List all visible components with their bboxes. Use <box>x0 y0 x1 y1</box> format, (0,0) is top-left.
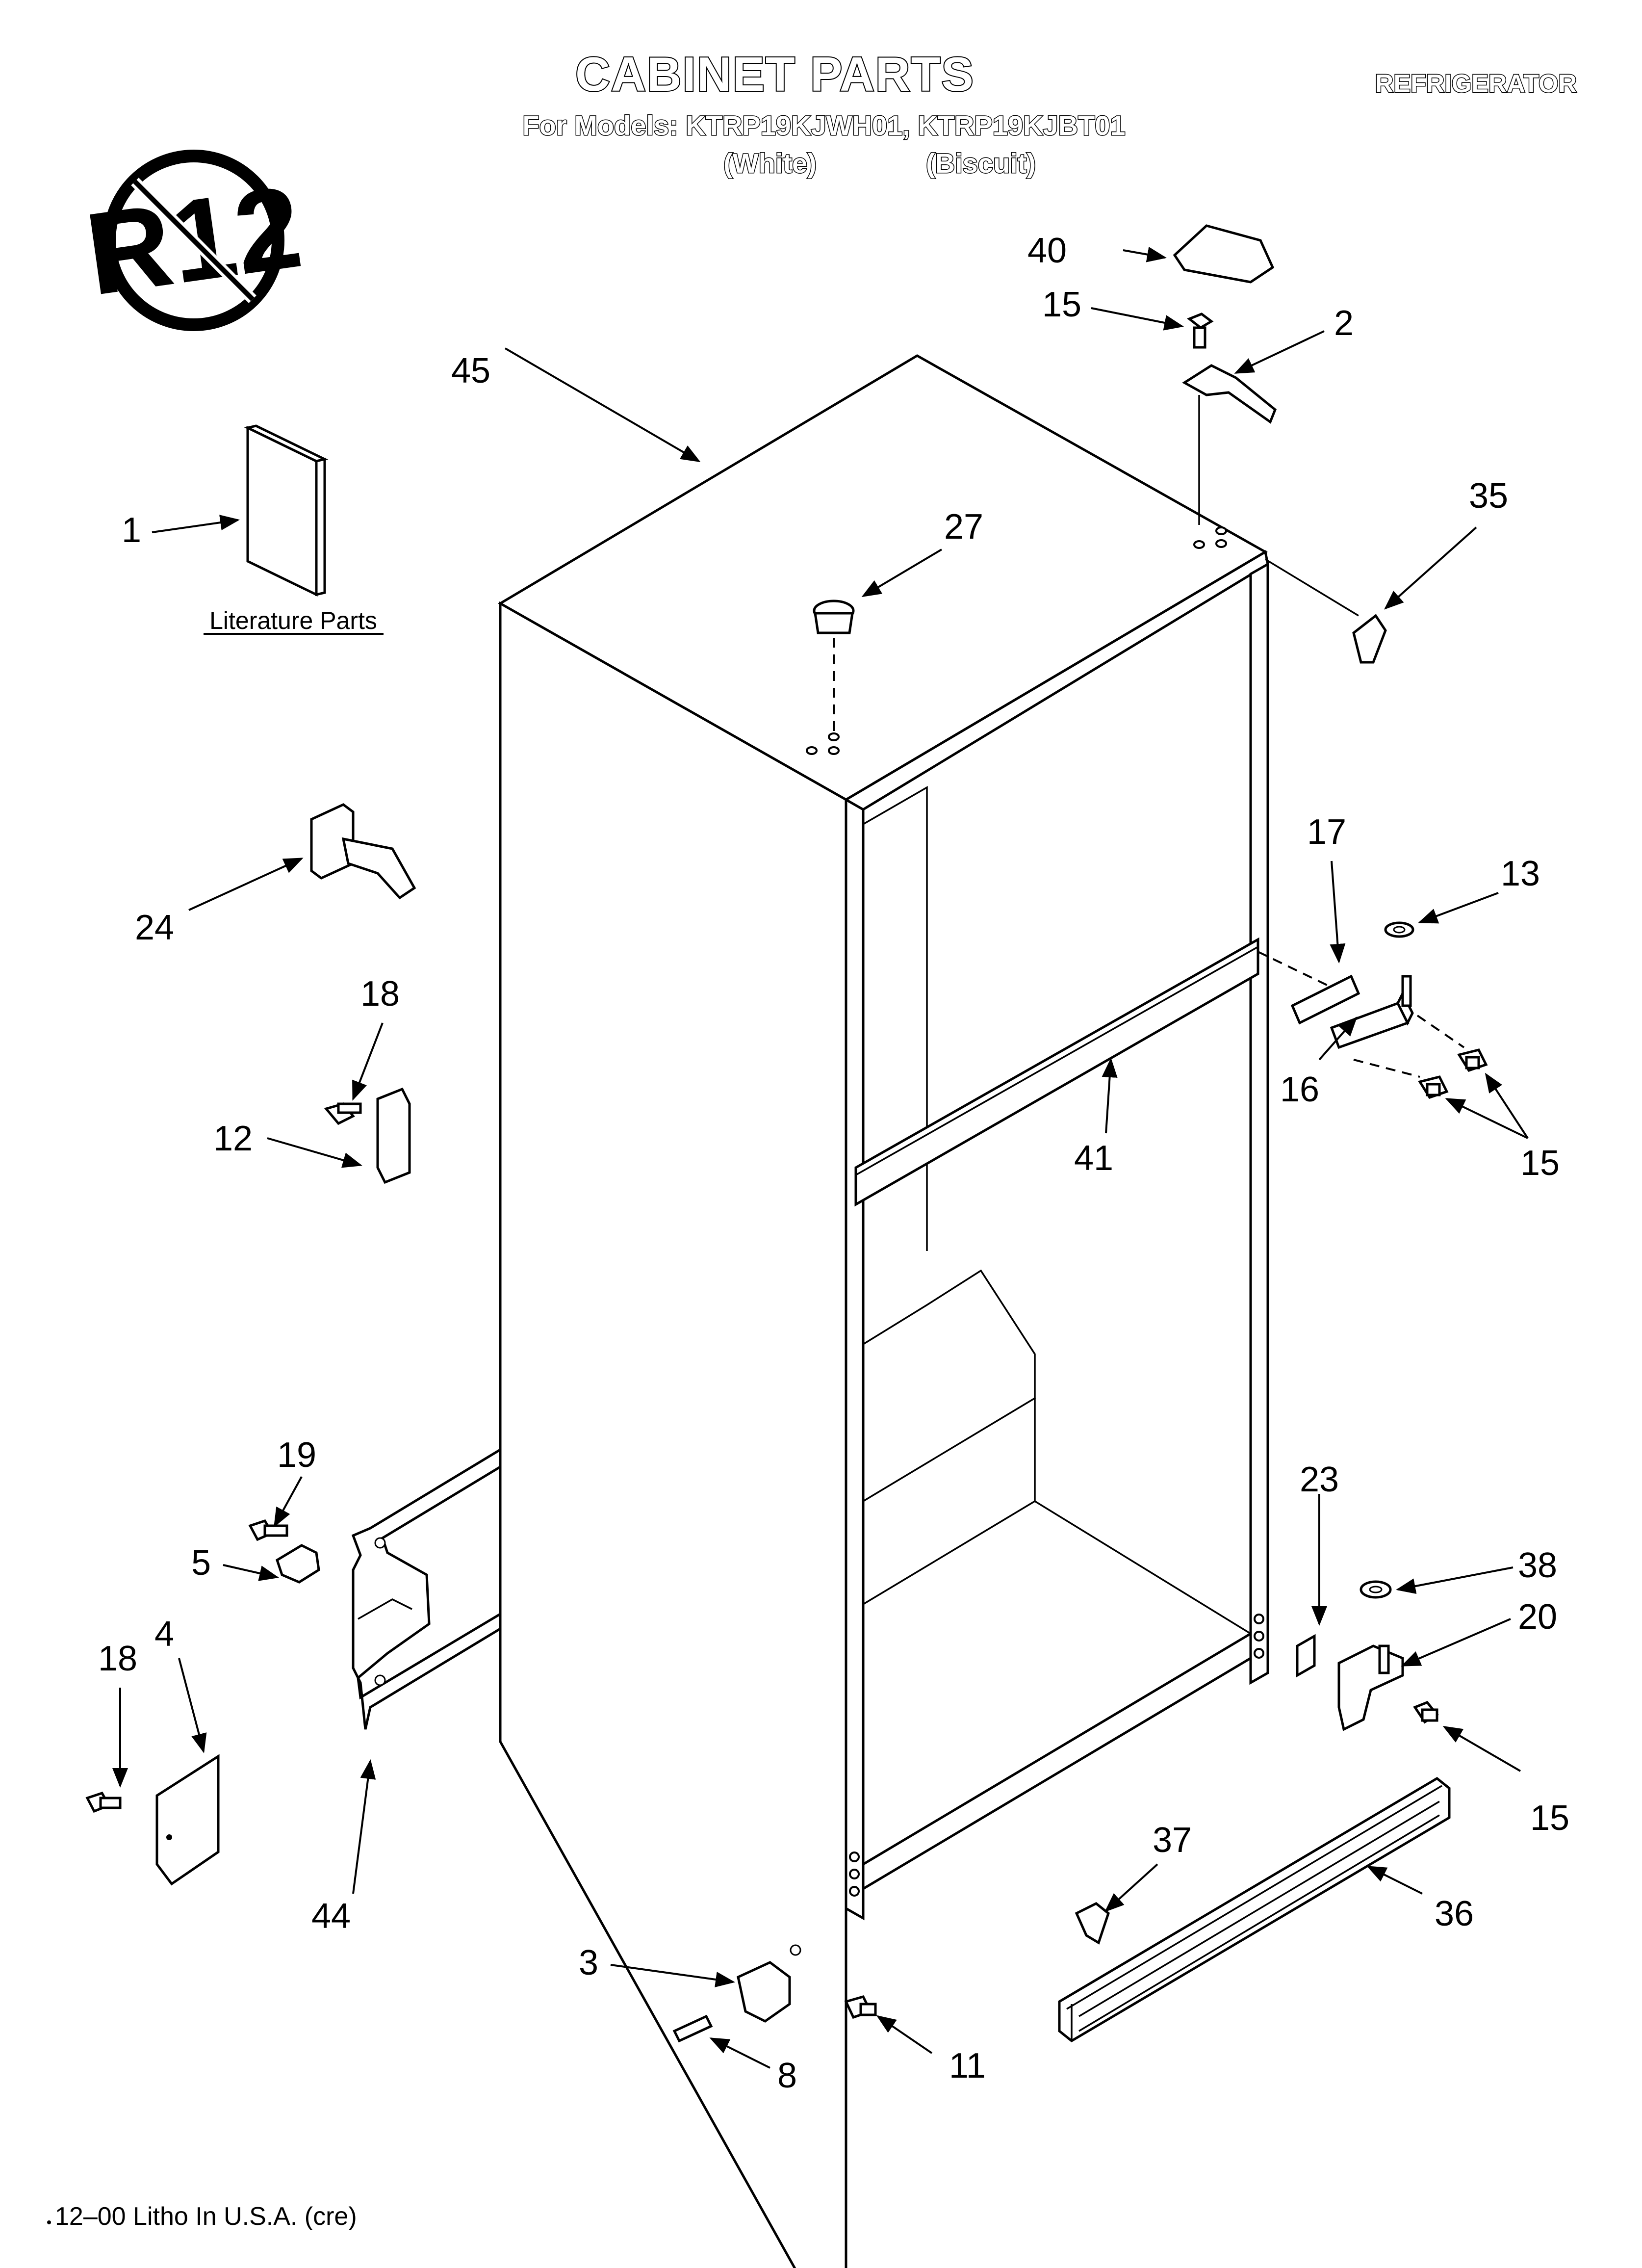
leader-4 <box>178 1658 207 1753</box>
callout-8: 8 <box>777 2056 797 2095</box>
callout-20: 20 <box>1518 1597 1557 1637</box>
shim-23 <box>1296 1634 1316 1678</box>
callout-15-top: 15 <box>1042 285 1081 324</box>
category-label: REFRIGERATOR <box>1375 70 1577 98</box>
leader-44 <box>352 1759 376 1894</box>
callout-19: 19 <box>277 1435 316 1475</box>
leader-40 <box>1123 246 1167 262</box>
screw-18-lower <box>85 1791 122 1813</box>
side-cover <box>155 1754 220 1886</box>
callout-24: 24 <box>135 908 174 947</box>
leader-45 <box>504 347 701 463</box>
top-hinge <box>1182 364 1277 525</box>
leader-27 <box>861 548 943 598</box>
callout-18-lower: 18 <box>98 1639 137 1678</box>
leader-2 <box>1234 330 1325 374</box>
screw-15-lower <box>1413 1700 1439 1724</box>
leader-24 <box>188 858 304 911</box>
leveling-bracket <box>737 1944 801 2023</box>
center-hinge-screw-2 <box>1418 1075 1449 1099</box>
callout-44: 44 <box>311 1897 351 1936</box>
models-line: For Models: KTRP19KJWH01, KTRP19KJBT01 <box>522 110 1125 141</box>
leader-8 <box>709 2037 770 2069</box>
leader-11 <box>876 2015 933 2054</box>
callout-37: 37 <box>1153 1821 1192 1860</box>
leader-35 <box>1384 526 1477 610</box>
literature-parts-label: Literature Parts <box>209 607 377 634</box>
callout-27: 27 <box>944 507 983 547</box>
literature-book <box>244 424 329 597</box>
footer-litho: 12–00 Litho In U.S.A. (cre) <box>55 2202 357 2231</box>
leader-1 <box>152 515 240 533</box>
hole-plug <box>813 600 855 736</box>
leader-15-center-b <box>1445 1098 1528 1139</box>
callout-45: 45 <box>451 351 490 391</box>
toe-grille <box>1058 1776 1451 2043</box>
screw-11 <box>844 1995 877 2019</box>
callout-36: 36 <box>1435 1894 1474 1933</box>
bottom-left-hinge-plate <box>351 1447 502 1730</box>
callout-13: 13 <box>1501 854 1540 893</box>
hinge-clip-5 <box>275 1544 320 1584</box>
no-r12-icon: R12 <box>78 150 309 331</box>
callout-15-lower: 15 <box>1530 1799 1569 1838</box>
leader-18-upper <box>352 1022 384 1101</box>
leader-16 <box>1318 1017 1358 1061</box>
top-screw <box>1187 313 1214 349</box>
leader-15-lower <box>1442 1725 1521 1772</box>
callout-17: 17 <box>1307 812 1346 852</box>
cabinet-shell <box>498 354 1269 2268</box>
leader-5 <box>223 1564 279 1581</box>
callout-5: 5 <box>191 1543 211 1583</box>
callout-35: 35 <box>1469 476 1508 516</box>
center-hinge <box>1290 921 1465 1078</box>
grille-clip <box>1075 1902 1110 1945</box>
leader-36 <box>1366 1866 1423 1895</box>
color-biscuit-label: (Biscuit) <box>926 148 1036 179</box>
leader-19 <box>274 1476 303 1528</box>
callout-38: 38 <box>1518 1546 1557 1585</box>
mullion-crossrail <box>854 937 1330 1207</box>
leader-12 <box>267 1137 362 1168</box>
leader-15-top <box>1091 307 1184 331</box>
callout-1: 1 <box>122 511 141 550</box>
callout-41: 41 <box>1074 1139 1113 1178</box>
callout-16: 16 <box>1280 1070 1319 1109</box>
door-stop <box>310 803 416 900</box>
callout-3: 3 <box>579 1943 598 1982</box>
callout-2: 2 <box>1334 304 1354 343</box>
leader-20 <box>1401 1618 1511 1667</box>
hinge-washer-38 <box>1360 1580 1392 1599</box>
callout-4: 4 <box>154 1615 174 1654</box>
leader-17 <box>1330 860 1346 964</box>
center-hinge-screw-1 <box>1457 1048 1488 1072</box>
hinge-cover <box>1173 224 1275 284</box>
leader-41 <box>1102 1058 1118 1134</box>
leader-3 <box>610 1964 735 1987</box>
callout-12: 12 <box>213 1119 253 1158</box>
callout-15-center: 15 <box>1520 1144 1560 1183</box>
leader-37 <box>1104 1863 1158 1912</box>
leader-13 <box>1418 892 1499 924</box>
callout-40: 40 <box>1027 231 1067 270</box>
leader-38 <box>1396 1566 1514 1594</box>
pin-8 <box>672 2014 713 2043</box>
screw-19 <box>248 1519 288 1541</box>
leader-15-center-a <box>1485 1072 1529 1139</box>
callout-23: 23 <box>1300 1460 1339 1499</box>
side-trim-35 <box>1265 558 1387 664</box>
bottom-right-hinge <box>1337 1644 1404 1731</box>
callout-11: 11 <box>949 2046 986 2086</box>
color-white-label: (White) <box>723 148 817 179</box>
callout-18-upper: 18 <box>360 974 400 1014</box>
door-closer-bracket <box>324 1087 411 1184</box>
page-title: CABINET PARTS <box>575 47 975 101</box>
